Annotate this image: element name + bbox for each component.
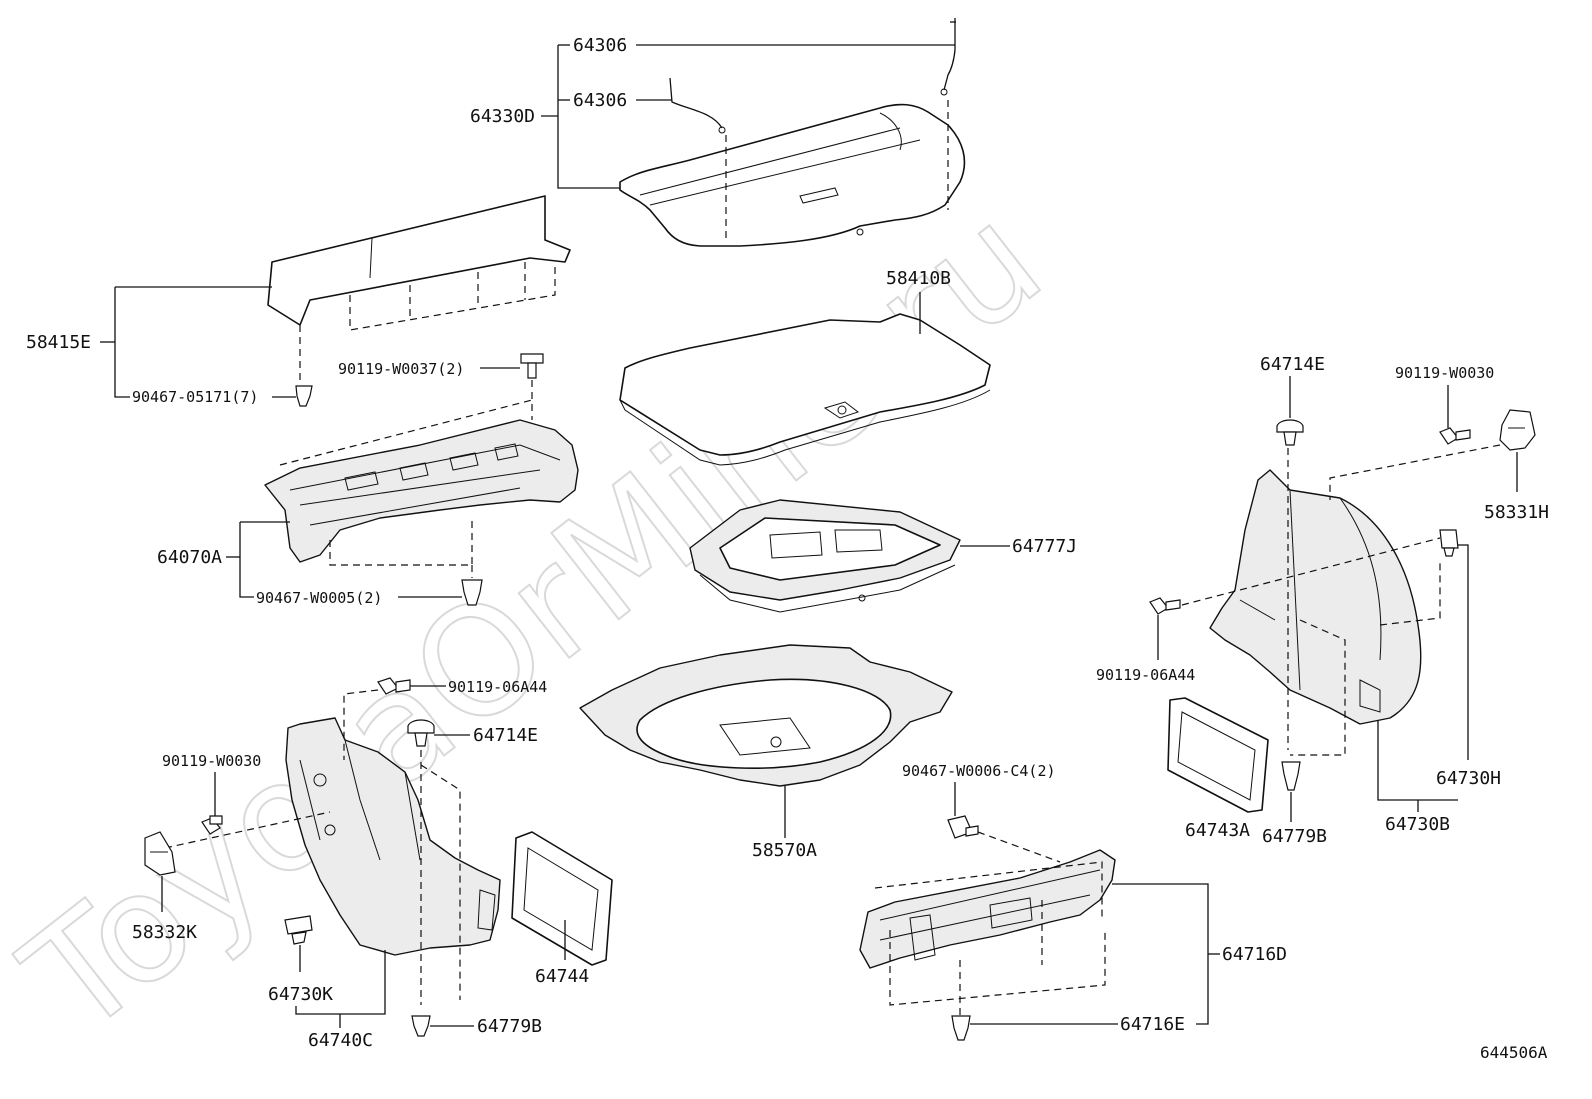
label-64743A: 64743A <box>1185 820 1250 841</box>
label-64779B-right: 64779B <box>1262 826 1327 847</box>
bolt-fastener <box>520 353 544 379</box>
clip-fastener <box>951 1015 971 1041</box>
clip-fastener <box>1439 529 1459 557</box>
label-58332K: 58332K <box>132 922 197 943</box>
deck-board-part <box>267 195 571 326</box>
label-90467-W0005: 90467-W0005(2) <box>256 589 382 607</box>
clip-fastener <box>284 915 313 945</box>
label-64306-upper: 64306 <box>573 35 627 56</box>
cable-cord-part <box>669 18 956 134</box>
clip-fastener <box>461 579 483 606</box>
label-90467-W0006: 90467-W0006-C4(2) <box>902 762 1056 780</box>
clip-fastener <box>407 719 435 747</box>
label-64777J: 64777J <box>1012 536 1077 557</box>
label-58410B: 58410B <box>886 268 951 289</box>
label-64779B-left: 64779B <box>477 1016 542 1037</box>
rear-panel-trim-part <box>264 419 579 563</box>
left-quarter-trim-part <box>285 717 501 956</box>
label-58331H: 58331H <box>1484 502 1549 523</box>
clip-fastener <box>295 385 313 407</box>
clip-fastener <box>411 1015 431 1037</box>
label-64730H: 64730H <box>1436 768 1501 789</box>
bracket-part <box>1499 409 1536 451</box>
label-64714E-left: 64714E <box>473 725 538 746</box>
label-90119-W0030-left: 90119-W0030 <box>162 752 261 770</box>
label-64716D: 64716D <box>1222 944 1287 965</box>
diagram-code: 644506A <box>1480 1043 1548 1062</box>
label-90119-06A44-left: 90119-06A44 <box>448 678 547 696</box>
bolt-fastener <box>1439 427 1471 445</box>
clip-fastener <box>947 815 979 839</box>
label-64730K: 64730K <box>268 984 333 1005</box>
label-64714E-right: 64714E <box>1260 354 1325 375</box>
bolt-fastener <box>201 815 223 835</box>
rear-sill-plate-part <box>859 849 1116 969</box>
label-64330D: 64330D <box>470 106 535 127</box>
right-quarter-trim-part <box>1209 469 1422 725</box>
label-90119-06A44-right: 90119-06A44 <box>1096 666 1195 684</box>
tonneau-cover-part <box>619 103 966 247</box>
bolt-fastener <box>1149 597 1181 615</box>
label-90119-W0037: 90119-W0037(2) <box>338 360 464 378</box>
tool-box-part <box>689 499 961 613</box>
label-64744: 64744 <box>535 966 589 987</box>
label-58570A: 58570A <box>752 840 817 861</box>
clip-fastener <box>1281 761 1301 791</box>
label-90467-05171: 90467-05171(7) <box>132 388 258 406</box>
label-90119-W0030-right: 90119-W0030 <box>1395 364 1494 382</box>
clip-fastener <box>1276 419 1304 446</box>
deck-floor-mat-part <box>619 313 991 466</box>
bracket-part <box>144 831 176 876</box>
cover-panel-part <box>1167 697 1269 813</box>
label-58415E: 58415E <box>26 332 91 353</box>
label-64070A: 64070A <box>157 547 222 568</box>
trunk-floor-part <box>579 644 953 787</box>
label-64306-lower: 64306 <box>573 90 627 111</box>
seal-gasket-part <box>511 831 613 966</box>
label-64716E: 64716E <box>1120 1014 1185 1035</box>
bolt-fastener <box>377 677 411 695</box>
label-64740C: 64740C <box>308 1030 373 1051</box>
label-64730B: 64730B <box>1385 814 1450 835</box>
